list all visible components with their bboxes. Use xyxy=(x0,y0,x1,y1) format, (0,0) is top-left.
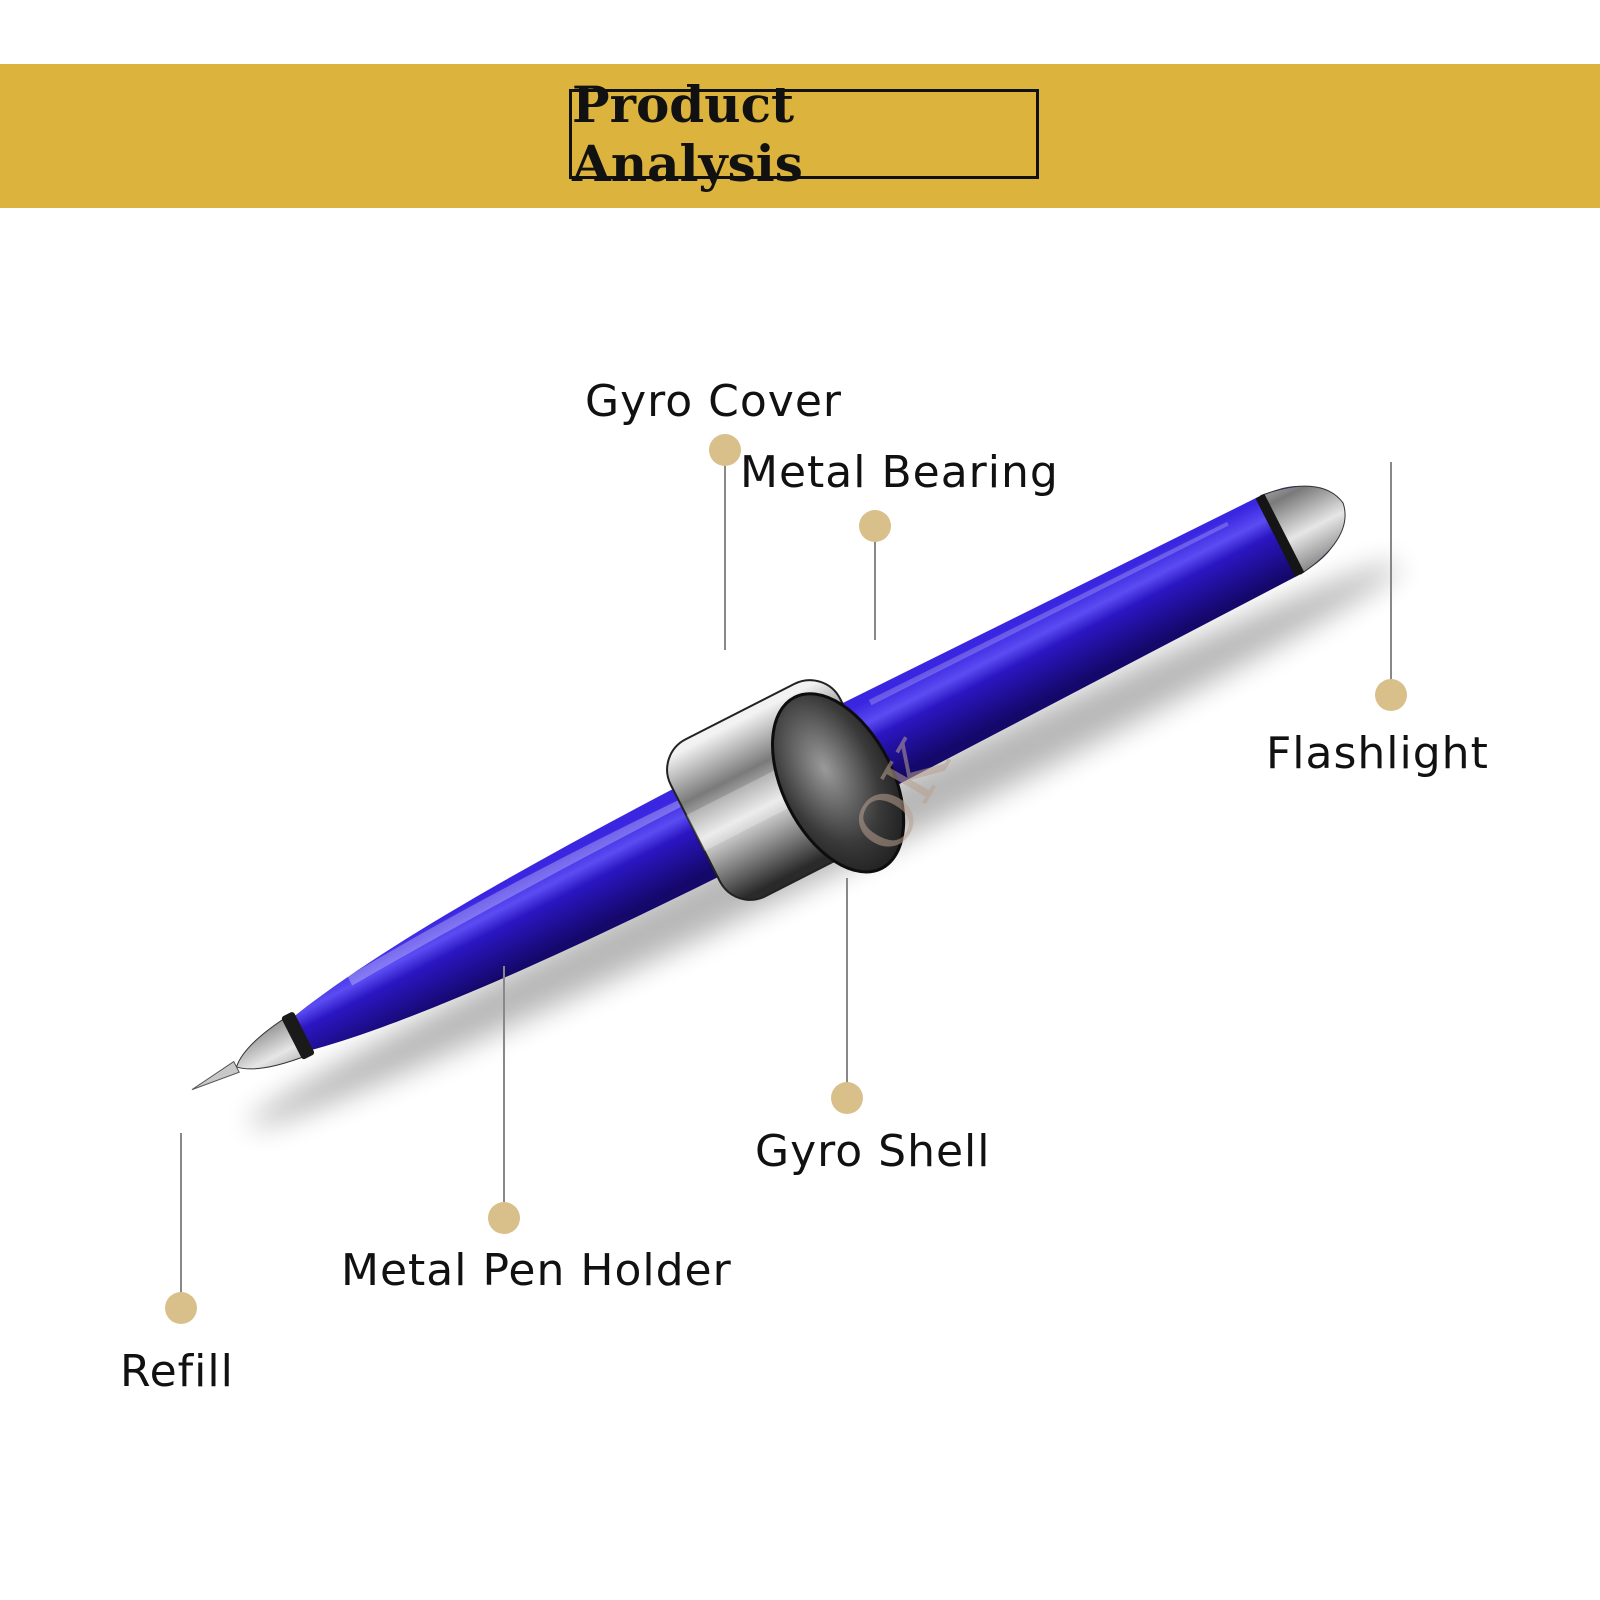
header-banner xyxy=(0,64,1600,208)
dot-metal-bearing xyxy=(859,510,891,542)
label-gyro-cover: Gyro Cover xyxy=(585,376,843,427)
label-refill: Refill xyxy=(120,1346,234,1397)
page-title: Product Analysis xyxy=(572,75,803,193)
label-gyro-shell: Gyro Shell xyxy=(755,1126,991,1177)
dot-gyro-cover xyxy=(709,434,741,466)
nose-ring xyxy=(281,1012,315,1060)
label-flashlight: Flashlight xyxy=(1266,728,1489,779)
dot-refill xyxy=(165,1292,197,1324)
callout-dots xyxy=(165,434,1407,1324)
leader-lines xyxy=(180,450,1392,1308)
label-metal-bearing: Metal Bearing xyxy=(740,447,1059,498)
flashlight-cap xyxy=(1260,485,1346,575)
barrel-highlight xyxy=(347,785,713,986)
dot-metal-pen-holder xyxy=(488,1202,520,1234)
flashlight-ring xyxy=(1255,493,1305,577)
dot-gyro-shell xyxy=(831,1082,863,1114)
dot-flashlight xyxy=(1375,679,1407,711)
barrel-highlight-right xyxy=(868,521,1229,706)
label-metal-pen-holder: Metal Pen Holder xyxy=(341,1245,732,1296)
title-box: Product Analysis xyxy=(569,75,1039,193)
refill-tip xyxy=(191,1060,240,1091)
gyro-shell-disc xyxy=(771,692,906,874)
pen xyxy=(191,485,1346,1091)
